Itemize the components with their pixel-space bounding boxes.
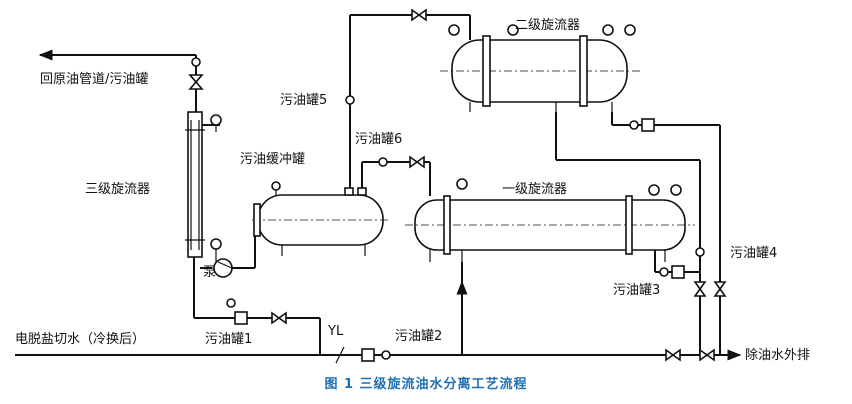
label-sludge-tank-5: 污油罐5 [280, 93, 327, 108]
gate-valve-icon [699, 348, 715, 362]
control-valve-icon [361, 348, 391, 362]
control-valve-icon [629, 118, 655, 132]
gate-valve-icon [409, 155, 425, 169]
return-valve-icon [188, 57, 204, 90]
control-valve-icon [226, 298, 248, 325]
tertiary-cyclone [185, 111, 205, 258]
label-outlet: 除油水外排 [745, 348, 810, 363]
label-secondary-cyclone: 二级旋流器 [515, 18, 580, 33]
pump-icon [213, 258, 233, 278]
primary-cyclone [405, 178, 695, 262]
label-sludge-buffer-tank: 污油缓冲罐 [240, 152, 305, 167]
gate-valve-icon [693, 281, 707, 297]
sampling-point-icon [378, 157, 388, 167]
pressure-gauge-icon [210, 114, 222, 132]
sludge-buffer-tank [252, 181, 390, 256]
label-inlet: 电脱盐切水（冷换后） [15, 332, 145, 347]
label-sludge-tank-2: 污油罐2 [395, 329, 442, 344]
secondary-cyclone [440, 24, 640, 112]
gate-valve-icon [665, 348, 681, 362]
sampling-point-icon [695, 247, 705, 257]
control-valve-icon [659, 265, 685, 279]
label-yl: YL [327, 324, 344, 339]
label-sludge-tank-1: 污油罐1 [205, 332, 252, 347]
sampling-point-icon [345, 95, 355, 105]
gate-valve-icon [713, 281, 727, 297]
label-return-pipeline: 回原油管道/污油罐 [40, 72, 148, 87]
pressure-gauge-icon [210, 238, 222, 262]
gate-valve-icon [271, 311, 287, 325]
label-tertiary-cyclone: 三级旋流器 [85, 182, 150, 197]
label-primary-cyclone: 一级旋流器 [502, 182, 567, 197]
gate-valve-icon [411, 8, 427, 22]
yl-mark [335, 346, 345, 364]
label-sludge-tank-6: 污油罐6 [355, 132, 402, 147]
label-sludge-tank-4: 污油罐4 [730, 246, 777, 261]
figure-caption: 图 1 三级旋流油水分离工艺流程 [324, 376, 527, 392]
label-pump: 泵 [203, 265, 216, 280]
label-sludge-tank-3: 污油罐3 [613, 283, 660, 298]
